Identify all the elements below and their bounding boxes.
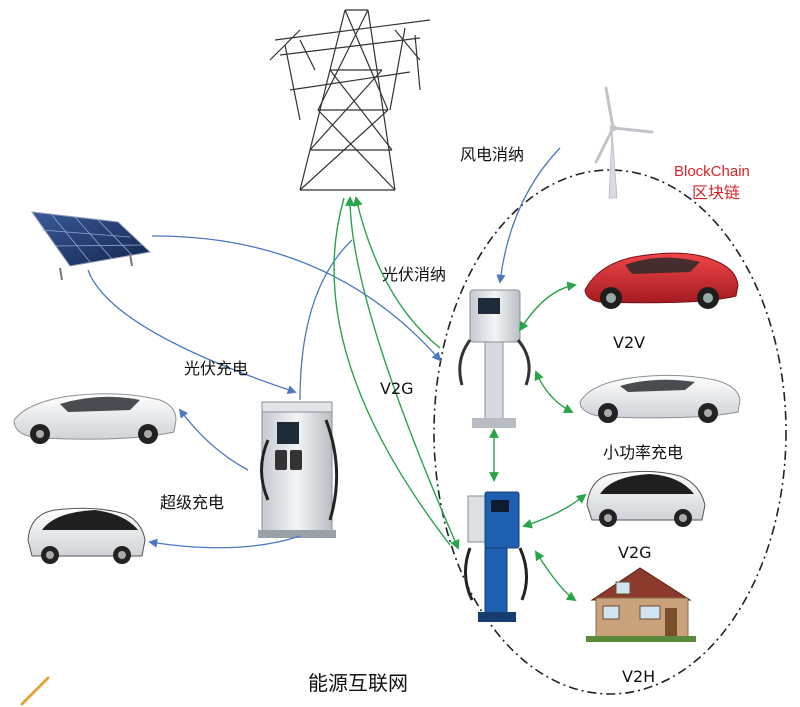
power-tower-icon <box>269 9 431 191</box>
compact-ev-icon <box>586 470 706 527</box>
red-ev-icon <box>584 252 739 309</box>
green-flow-arrows <box>333 196 587 602</box>
wind-turbine-icon <box>594 86 654 199</box>
diagram-title: 能源互联网 <box>308 671 408 695</box>
white-sports-car-icon <box>579 374 741 423</box>
ac-charger-icon <box>458 289 531 428</box>
label-v2v: V2V <box>613 333 645 352</box>
compact-ev-icon <box>27 507 146 564</box>
house-icon <box>586 567 696 642</box>
label-blockchain-cn: 区块链 <box>692 183 740 202</box>
label-blockchain-en: BlockChain <box>674 163 750 180</box>
label-v2g-right: V2G <box>618 543 652 562</box>
label-pv-charging: 光伏充电 <box>184 359 248 378</box>
solar-panel-icon <box>30 211 152 281</box>
blockchain-boundary <box>433 169 787 695</box>
accent-stroke <box>20 676 50 706</box>
white-sports-car-icon <box>13 393 177 444</box>
label-v2g-left: V2G <box>380 379 414 398</box>
ac-charger-icon <box>464 491 528 622</box>
label-low-power-charging: 小功率充电 <box>603 443 683 462</box>
dc-charger-icon <box>258 401 339 538</box>
label-pv-consumption: 光伏消纳 <box>382 265 446 284</box>
label-super-charging: 超级充电 <box>160 493 224 512</box>
label-v2h: V2H <box>622 667 655 686</box>
label-wind-consumption: 风电消纳 <box>460 145 524 164</box>
